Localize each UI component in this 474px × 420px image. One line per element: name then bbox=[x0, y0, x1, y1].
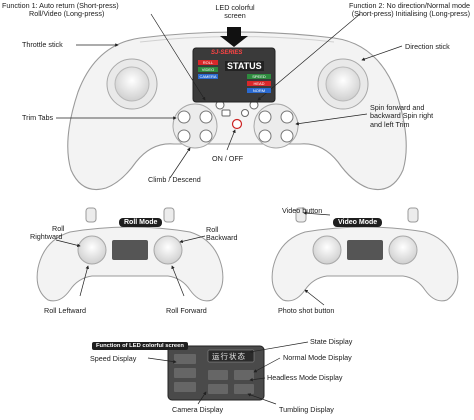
roll-leftward-label: Roll Leftward bbox=[44, 306, 86, 315]
roll-forward-label: Roll Forward bbox=[166, 306, 207, 315]
camera-button bbox=[221, 109, 231, 117]
onoff-label: ON / OFF bbox=[212, 154, 244, 163]
main-controller bbox=[67, 31, 407, 191]
led-screen-status: STATUS bbox=[225, 61, 264, 71]
led-screen-tiles: ROLL VIDEO CAMERA bbox=[198, 60, 218, 79]
led-tile: HEAD bbox=[247, 81, 271, 86]
led-arrow bbox=[220, 27, 248, 47]
video-button-label: Video button bbox=[282, 206, 323, 215]
power-button bbox=[231, 118, 243, 130]
function-screen-tag: Function of LED colorful screen bbox=[92, 342, 188, 350]
led-screen-tiles-right: SPEED HEAD NORM bbox=[247, 74, 271, 93]
video-mode-controller bbox=[271, 207, 459, 302]
throttle-label: Throttle stick bbox=[22, 40, 63, 49]
video-mode-tag: Video Mode bbox=[333, 218, 383, 227]
led-screen-brand: SJ-SERIES bbox=[211, 50, 243, 56]
roll-backward-label: Roll Backward bbox=[206, 225, 238, 243]
normal-mode-label: Normal Mode Display bbox=[283, 353, 352, 362]
led-tile: ROLL bbox=[198, 60, 218, 65]
photo-button-label: Photo shot button bbox=[278, 306, 335, 315]
led-tile: CAMERA bbox=[198, 74, 218, 79]
speed-label: Speed Display bbox=[90, 354, 137, 363]
led-screen-detail bbox=[167, 345, 265, 401]
led-tile: SPEED bbox=[247, 74, 271, 79]
climb-label: Climb / Descend bbox=[148, 175, 201, 184]
roll-mode-controller bbox=[36, 207, 224, 302]
led-tile: NORM bbox=[247, 88, 271, 93]
state-label: State Display bbox=[310, 337, 353, 346]
trim-pad-right bbox=[253, 103, 299, 149]
trim-label: Trim Tabs bbox=[22, 113, 54, 122]
function1-label: Function 1: Auto return (Short-press) Ro… bbox=[2, 1, 119, 19]
roll-rightward-label: Roll Rightward bbox=[30, 224, 65, 242]
headless-mode-label: Headless Mode Display bbox=[267, 373, 343, 382]
camera-label: Camera Display bbox=[172, 405, 224, 414]
led-detail-title: 运行状态 bbox=[212, 352, 246, 361]
trim-pad-left bbox=[172, 103, 218, 149]
function2-label: Function 2: No direction/Normal mode (Sh… bbox=[348, 1, 470, 19]
tumbling-label: Tumbling Display bbox=[279, 405, 334, 414]
video-button bbox=[241, 109, 249, 117]
roll-mode-tag: Roll Mode bbox=[119, 218, 163, 227]
led-screen-label: LED colorful screen bbox=[215, 3, 255, 21]
led-tile: VIDEO bbox=[198, 67, 218, 72]
spin-label: Spin forward and backward Spin right and… bbox=[370, 103, 434, 129]
direction-label: Direction stick bbox=[405, 42, 450, 51]
